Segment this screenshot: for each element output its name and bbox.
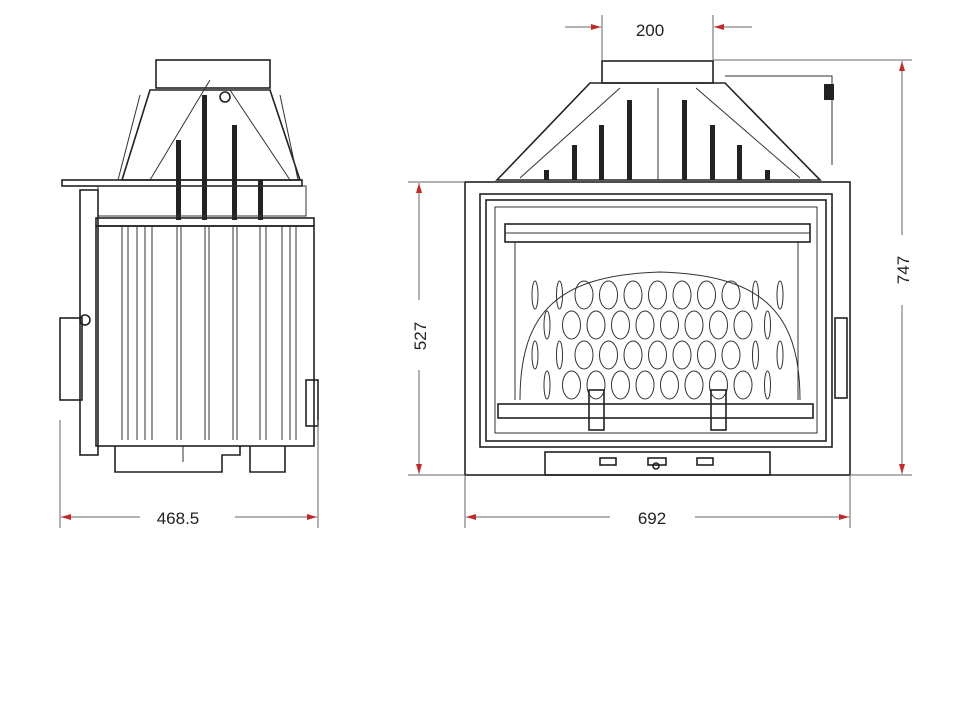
fireback-lozenge <box>611 370 630 400</box>
damper-rod <box>725 75 833 165</box>
fireback-lozenge <box>543 370 551 400</box>
fireback-lozenge <box>531 280 539 310</box>
damper-knob <box>824 84 834 100</box>
fireback-lozenge <box>709 370 728 400</box>
fireback-lozenge <box>574 340 594 370</box>
fireback-lozenge <box>709 310 728 340</box>
side-hood <box>120 89 302 181</box>
door-frame <box>479 193 833 448</box>
side-top-flange <box>61 179 303 187</box>
front-flue-collar <box>601 60 714 84</box>
fireback-arch <box>519 271 801 401</box>
fireback-lozenge <box>672 340 692 370</box>
side-view: 468.5 <box>59 59 319 528</box>
width-dimension-label: 692 <box>638 509 666 528</box>
door-handle <box>834 317 848 399</box>
side-door-handle <box>59 317 83 401</box>
fireback-lozenge <box>599 280 618 310</box>
side-flue-collar <box>155 59 271 89</box>
fireback-pattern <box>531 280 784 400</box>
fireback-lozenge <box>562 310 581 340</box>
fireback-lozenge <box>556 340 563 370</box>
fireback-lozenge <box>684 310 704 340</box>
fireback-lozenge <box>764 310 771 340</box>
fireback-lozenge <box>660 310 679 340</box>
fireback-lozenge <box>733 310 753 340</box>
side-ribs <box>121 226 297 440</box>
fireback-lozenge <box>556 280 563 310</box>
fireback-lozenge <box>599 340 618 370</box>
flue-dimension-label: 200 <box>636 21 664 40</box>
glass-opening <box>494 206 818 434</box>
fireback-lozenge <box>752 340 759 370</box>
fireback-lozenge <box>648 280 667 310</box>
fireback-lozenge <box>721 340 741 370</box>
fireback-lozenge <box>776 340 784 370</box>
fireback-lozenge <box>721 280 741 310</box>
fireback-lozenge <box>562 370 581 400</box>
fireback-lozenge <box>586 370 606 400</box>
front-hood-rods <box>544 100 770 180</box>
fireback-lozenge <box>648 340 667 370</box>
body-height-dimension-label: 527 <box>411 322 430 350</box>
fireback-lozenge <box>635 370 655 400</box>
fireback-lozenge <box>635 310 655 340</box>
front-body <box>464 181 851 476</box>
total-height-dimension-label: 747 <box>894 256 913 284</box>
fireback-lozenge <box>752 280 759 310</box>
fireback-lozenge <box>543 310 551 340</box>
fireback-lozenge <box>611 310 630 340</box>
fireback-lozenge <box>684 370 704 400</box>
fireback-lozenge <box>672 280 692 310</box>
fireback-lozenge <box>733 370 753 400</box>
fireback-lozenge <box>697 280 716 310</box>
fireback-lozenge <box>764 370 771 400</box>
fireback-lozenge <box>623 280 643 310</box>
depth-dimension-label: 468.5 <box>157 509 200 528</box>
fireback-lozenge <box>776 280 784 310</box>
fireback-lozenge <box>623 340 643 370</box>
side-damper-pivot <box>219 91 231 103</box>
fireback-lozenge <box>697 340 716 370</box>
front-view: 200 527 747 692 <box>408 15 913 528</box>
fireback-lozenge <box>531 340 539 370</box>
fireback-lozenge <box>574 280 594 310</box>
fireback-lozenge <box>660 370 679 400</box>
ash-pan-panel <box>544 451 771 476</box>
grate-bar <box>497 403 814 419</box>
fireback-lozenge <box>586 310 606 340</box>
front-hood <box>495 82 822 181</box>
